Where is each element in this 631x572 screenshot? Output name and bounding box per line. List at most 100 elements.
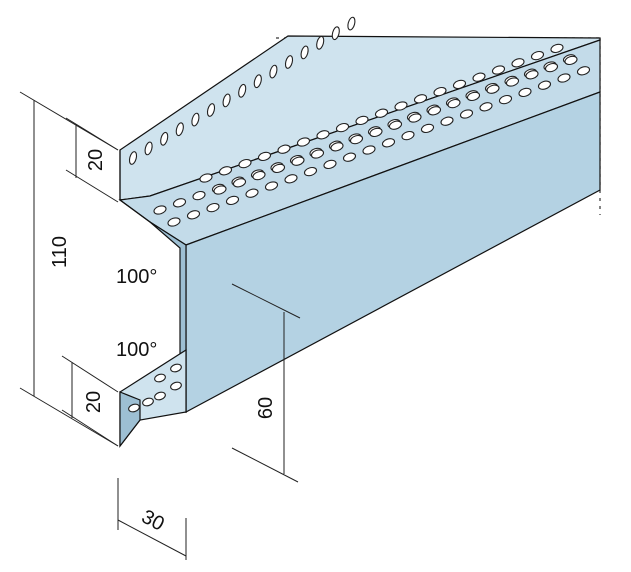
- perforation-hole: [394, 101, 408, 111]
- perforation-hole: [459, 109, 474, 119]
- perforation-hole: [447, 98, 461, 109]
- perforation-hole: [374, 108, 389, 118]
- perforation-hole: [142, 397, 154, 407]
- perforation-hole: [264, 181, 279, 191]
- perforation-hole: [427, 106, 442, 116]
- perforation-holes-tray: [153, 43, 591, 227]
- perforation-hole: [388, 120, 403, 130]
- dimension-face-height: 60: [231, 283, 301, 483]
- perforation-hole: [206, 202, 220, 213]
- dimension-depth: 30: [117, 478, 187, 560]
- perforation-hole: [498, 94, 513, 105]
- perforation-hole: [269, 64, 278, 79]
- perforation-hole: [452, 79, 467, 90]
- perforation-hole: [342, 152, 357, 162]
- perforation-hole: [323, 159, 337, 170]
- perforation-hole: [128, 403, 140, 413]
- perforation-hole: [433, 86, 447, 97]
- perforation-hole: [413, 94, 428, 104]
- perforation-hole: [335, 122, 350, 133]
- perforation-hole: [316, 130, 330, 140]
- perforation-hole: [284, 174, 298, 184]
- perforation-hole: [525, 70, 539, 80]
- perforation-hole: [550, 43, 564, 54]
- dimension-60-label: 60: [255, 397, 277, 419]
- back-flange-edge-bottom: [119, 199, 151, 223]
- perforation-hole: [199, 173, 213, 183]
- perforation-hole: [544, 62, 559, 73]
- perforation-hole: [128, 151, 138, 165]
- perforation-hole: [466, 91, 481, 102]
- perforation-hole: [401, 130, 415, 141]
- dimension-top-20-label: 20: [85, 149, 107, 171]
- perforation-hole: [491, 65, 506, 75]
- perforation-hole: [167, 217, 181, 227]
- perforation-hole: [486, 84, 500, 94]
- angle-upper-label: 100°: [116, 266, 157, 288]
- perforation-hole: [440, 116, 454, 126]
- perforation-hole: [420, 123, 435, 134]
- perforation-hole: [408, 113, 422, 123]
- perforation-hole: [170, 381, 182, 391]
- perforation-hole: [347, 16, 356, 31]
- perforation-hole: [238, 83, 247, 98]
- perforation-hole: [576, 66, 591, 76]
- perforation-hole: [362, 145, 376, 155]
- perforation-hole: [213, 185, 227, 195]
- perforation-hole: [355, 115, 369, 126]
- perforation-hole: [296, 137, 311, 147]
- perforation-hole: [284, 55, 294, 69]
- perforation-hole: [218, 166, 233, 176]
- perforation-hole: [206, 103, 216, 117]
- perforation-hole: [537, 80, 552, 90]
- perforation-hole: [232, 178, 247, 188]
- perforation-hole: [154, 391, 166, 401]
- perforation-hole: [557, 73, 571, 83]
- perforation-hole: [564, 55, 578, 66]
- perforation-hole: [316, 35, 325, 50]
- perforation-hole: [238, 158, 252, 169]
- perforation-hole: [253, 74, 262, 89]
- perforation-hole: [144, 141, 153, 156]
- angle-lower-label: 100°: [116, 339, 157, 361]
- lower-flange-fold: [119, 391, 141, 448]
- perforation-hole: [225, 195, 240, 206]
- perforation-holes-lower: [128, 363, 182, 413]
- perforation-hole: [530, 50, 545, 61]
- dimension-bottom-flange: 20: [61, 355, 119, 447]
- dimension-top-flange: 20: [65, 117, 119, 203]
- perforation-hole: [479, 102, 493, 112]
- perforation-hole: [277, 144, 291, 154]
- perforation-hole: [300, 45, 309, 60]
- perforation-hole: [518, 87, 532, 98]
- perforation-hole: [472, 72, 486, 82]
- perforation-hole: [154, 373, 166, 383]
- perforation-hole: [252, 170, 266, 181]
- perforation-hole: [349, 134, 364, 145]
- perforation-holes-back: [128, 16, 356, 165]
- perforation-hole: [381, 138, 396, 148]
- perforation-hole: [160, 131, 169, 146]
- perforation-hole: [153, 205, 167, 215]
- perforation-hole: [257, 151, 272, 162]
- perforation-hole: [331, 26, 340, 41]
- perforation-hole: [330, 142, 344, 152]
- perforation-hole: [303, 166, 318, 177]
- perforation-hole: [191, 112, 200, 127]
- perforation-hole: [310, 149, 325, 159]
- perforation-hole: [192, 190, 206, 201]
- perforation-hole: [511, 58, 525, 68]
- perforation-hole: [222, 93, 231, 108]
- perforation-hole: [369, 127, 383, 138]
- perforation-hole: [291, 156, 305, 166]
- perforation-hole: [170, 363, 182, 373]
- perforation-hole: [175, 122, 184, 137]
- dimension-110-label: 110: [49, 236, 71, 268]
- perforation-hole: [271, 163, 286, 174]
- perforation-hole: [505, 77, 520, 87]
- dimension-bottom-20-label: 20: [83, 391, 105, 413]
- dimension-30-label: 30: [138, 506, 168, 536]
- perforation-hole: [186, 210, 201, 220]
- perforation-hole: [245, 188, 259, 198]
